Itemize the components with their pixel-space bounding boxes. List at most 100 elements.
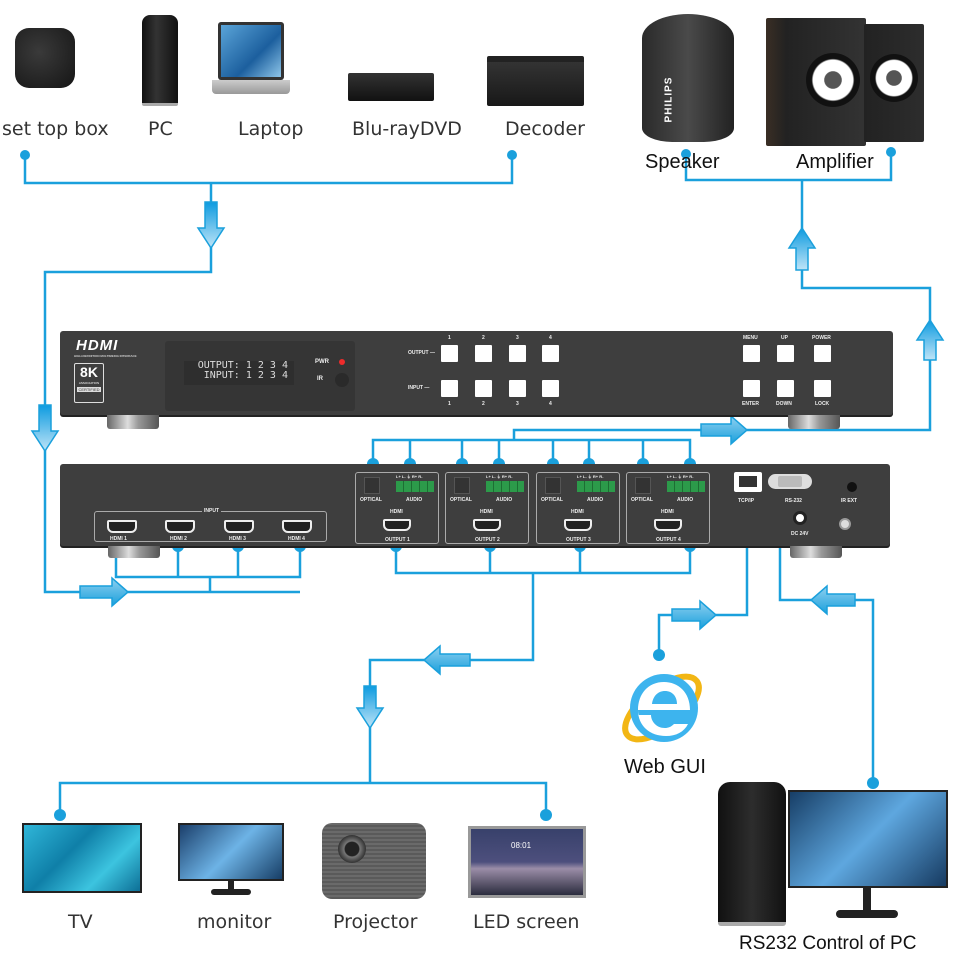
hdmi-port-icon xyxy=(383,519,411,531)
audio-pin-labels: L+ L- ⏚ R+ R- xyxy=(577,474,604,479)
dc-label: DC 24V xyxy=(791,531,809,537)
source-label: Laptop xyxy=(238,118,304,140)
lcd-display: OUTPUT: 1 2 3 4 INPUT: 1 2 3 4 xyxy=(184,361,294,385)
arrow-right-audio xyxy=(700,414,749,446)
rear-foot-right xyxy=(790,546,842,558)
output-2-button[interactable] xyxy=(475,345,492,362)
display-label: LED screen xyxy=(473,911,580,933)
power-led xyxy=(339,359,345,365)
hdmi-label: HDMI xyxy=(661,509,674,515)
output-module: L+ L- ⏚ R+ R- OPTICAL AUDIO HDMI OUTPUT … xyxy=(626,472,710,544)
output-label: OUTPUT 2 xyxy=(473,537,502,543)
display-label: TV xyxy=(68,911,93,933)
arrow-down-displays xyxy=(355,685,385,730)
wire-displays-bus xyxy=(58,781,548,815)
input-number: 1 xyxy=(448,401,451,407)
down-label: DOWN xyxy=(776,401,792,407)
audio-label: AUDIO xyxy=(406,497,423,503)
audio-terminal-icon xyxy=(667,481,705,492)
audio-label: Amplifier xyxy=(796,151,874,173)
up-label: UP xyxy=(781,335,788,341)
audio-label: AUDIO xyxy=(496,497,513,503)
connector-dot xyxy=(867,777,879,789)
internet-explorer-icon xyxy=(614,660,710,756)
optical-label: OPTICAL xyxy=(450,497,472,503)
down-button[interactable] xyxy=(777,380,794,397)
output-number: 2 xyxy=(482,335,485,341)
hdmi-input-label: HDMI 1 xyxy=(110,536,127,542)
optical-port-icon xyxy=(545,477,561,494)
menu-button[interactable] xyxy=(743,345,760,362)
hdmi-input-label: HDMI 4 xyxy=(288,536,305,542)
hdmi-label: HDMI xyxy=(571,509,584,515)
output-label: OUTPUT 3 xyxy=(564,537,593,543)
input-number: 4 xyxy=(549,401,552,407)
up-button[interactable] xyxy=(777,345,794,362)
output-number: 1 xyxy=(448,335,451,341)
front-foot-left xyxy=(107,415,159,429)
audio-terminal-icon xyxy=(577,481,615,492)
hdmi-port-icon xyxy=(282,520,312,533)
input-3-button[interactable] xyxy=(509,380,526,397)
pwr-label: PWR xyxy=(315,359,329,365)
arrow-left-rs232 xyxy=(809,584,856,616)
output-3-button[interactable] xyxy=(509,345,526,362)
enter-label: ENTER xyxy=(742,401,759,407)
input-1-button[interactable] xyxy=(441,380,458,397)
output-4-button[interactable] xyxy=(542,345,559,362)
wire-speaker-bus xyxy=(684,152,893,182)
input-group-label: INPUT xyxy=(202,508,221,514)
8k-badge: 8K ASSOCIATION CERTIFIED xyxy=(74,363,104,403)
output-1-button[interactable] xyxy=(441,345,458,362)
arrow-up-speakers xyxy=(787,226,817,271)
input-number: 3 xyxy=(516,401,519,407)
tv-icon xyxy=(22,823,142,893)
ir-label: IR xyxy=(317,376,323,382)
desktop-pc-icon xyxy=(718,782,948,926)
optical-port-icon xyxy=(454,477,470,494)
arrow-right-inputs xyxy=(79,576,130,608)
arrow-left-displays xyxy=(422,644,471,676)
optical-port-icon xyxy=(364,477,380,494)
power-button[interactable] xyxy=(814,345,831,362)
audio-pin-labels: L+ L- ⏚ R+ R- xyxy=(667,474,694,479)
hdmi-port-icon xyxy=(564,519,592,531)
hdmi-logo-sub: HIGH-DEFINITION MULTIMEDIA INTERFACE xyxy=(74,354,137,358)
display-label: Projector xyxy=(333,911,418,933)
output-label: OUTPUT 1 xyxy=(383,537,412,543)
rear-foot-left xyxy=(108,546,160,558)
led-screen-time: 08:01 xyxy=(511,841,532,850)
input-2-button[interactable] xyxy=(475,380,492,397)
connector-dot xyxy=(653,649,665,661)
power-label: POWER xyxy=(812,335,831,341)
output-number: 4 xyxy=(549,335,552,341)
audio-pin-labels: L+ L- ⏚ R+ R- xyxy=(396,474,423,479)
rs232-port-icon xyxy=(768,474,812,489)
optical-label: OPTICAL xyxy=(631,497,653,503)
input-4-button[interactable] xyxy=(542,380,559,397)
amplifier-icon xyxy=(766,18,926,146)
lock-label: LOCK xyxy=(815,401,830,407)
enter-button[interactable] xyxy=(743,380,760,397)
wire-rear-inputs xyxy=(114,546,302,592)
bluray-player-icon xyxy=(348,73,434,101)
hdmi-logo: HDMI xyxy=(76,337,119,354)
hdmi-input-label: HDMI 3 xyxy=(229,536,246,542)
output-module: L+ L- ⏚ R+ R- OPTICAL AUDIO HDMI OUTPUT … xyxy=(355,472,439,544)
output-module: L+ L- ⏚ R+ R- OPTICAL AUDIO HDMI OUTPUT … xyxy=(445,472,529,544)
optical-label: OPTICAL xyxy=(541,497,563,503)
ir-ext-port-icon xyxy=(847,482,857,492)
ethernet-port-icon xyxy=(734,472,762,492)
connector-dot xyxy=(886,147,896,157)
control-label: RS232 Control of PC xyxy=(739,933,917,954)
hdmi-label: HDMI xyxy=(480,509,493,515)
output-module: L+ L- ⏚ R+ R- OPTICAL AUDIO HDMI OUTPUT … xyxy=(536,472,620,544)
arrow-up-right xyxy=(915,318,945,361)
monitor-icon xyxy=(178,823,284,895)
lock-button[interactable] xyxy=(814,380,831,397)
hdmi-port-icon xyxy=(473,519,501,531)
arrow-down-sources xyxy=(196,201,226,250)
led-screen-icon: 08:01 xyxy=(468,826,586,898)
input-row-label: INPUT — xyxy=(408,385,430,391)
set-top-box-icon xyxy=(15,28,75,88)
